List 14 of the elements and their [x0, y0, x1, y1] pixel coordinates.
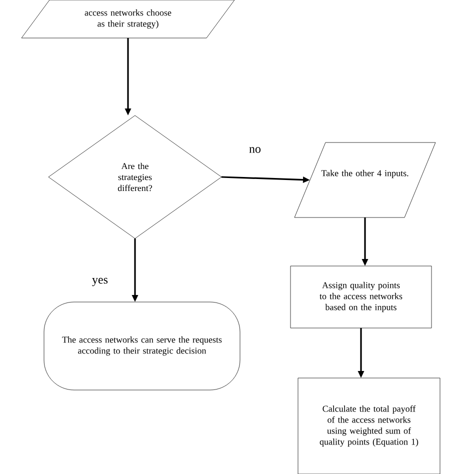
- node-text: Assign quality points to the access networks based on the inputs: [320, 282, 402, 312]
- node-text: Take the other 4 inputs.: [321, 170, 408, 178]
- edge-label: no: [249, 147, 261, 153]
- node-text: access networks choose as their strategy): [84, 9, 172, 29]
- decision-diamond: [48, 115, 222, 239]
- node-text: Are the strategies different?: [118, 162, 152, 192]
- input-parallelogram: [294, 142, 436, 218]
- terminal-box: [44, 302, 240, 390]
- process-box: [290, 266, 432, 328]
- edge-label: yes: [92, 278, 108, 286]
- node-text: Calculate the total payoff of the access networks using weighted sum of quality points (Equation 1): [320, 405, 418, 447]
- process-box: [298, 378, 440, 474]
- node-text: The access networks can serve the requests accoding to their strategic decision: [62, 336, 222, 356]
- input-parallelogram: [21, 0, 235, 38]
